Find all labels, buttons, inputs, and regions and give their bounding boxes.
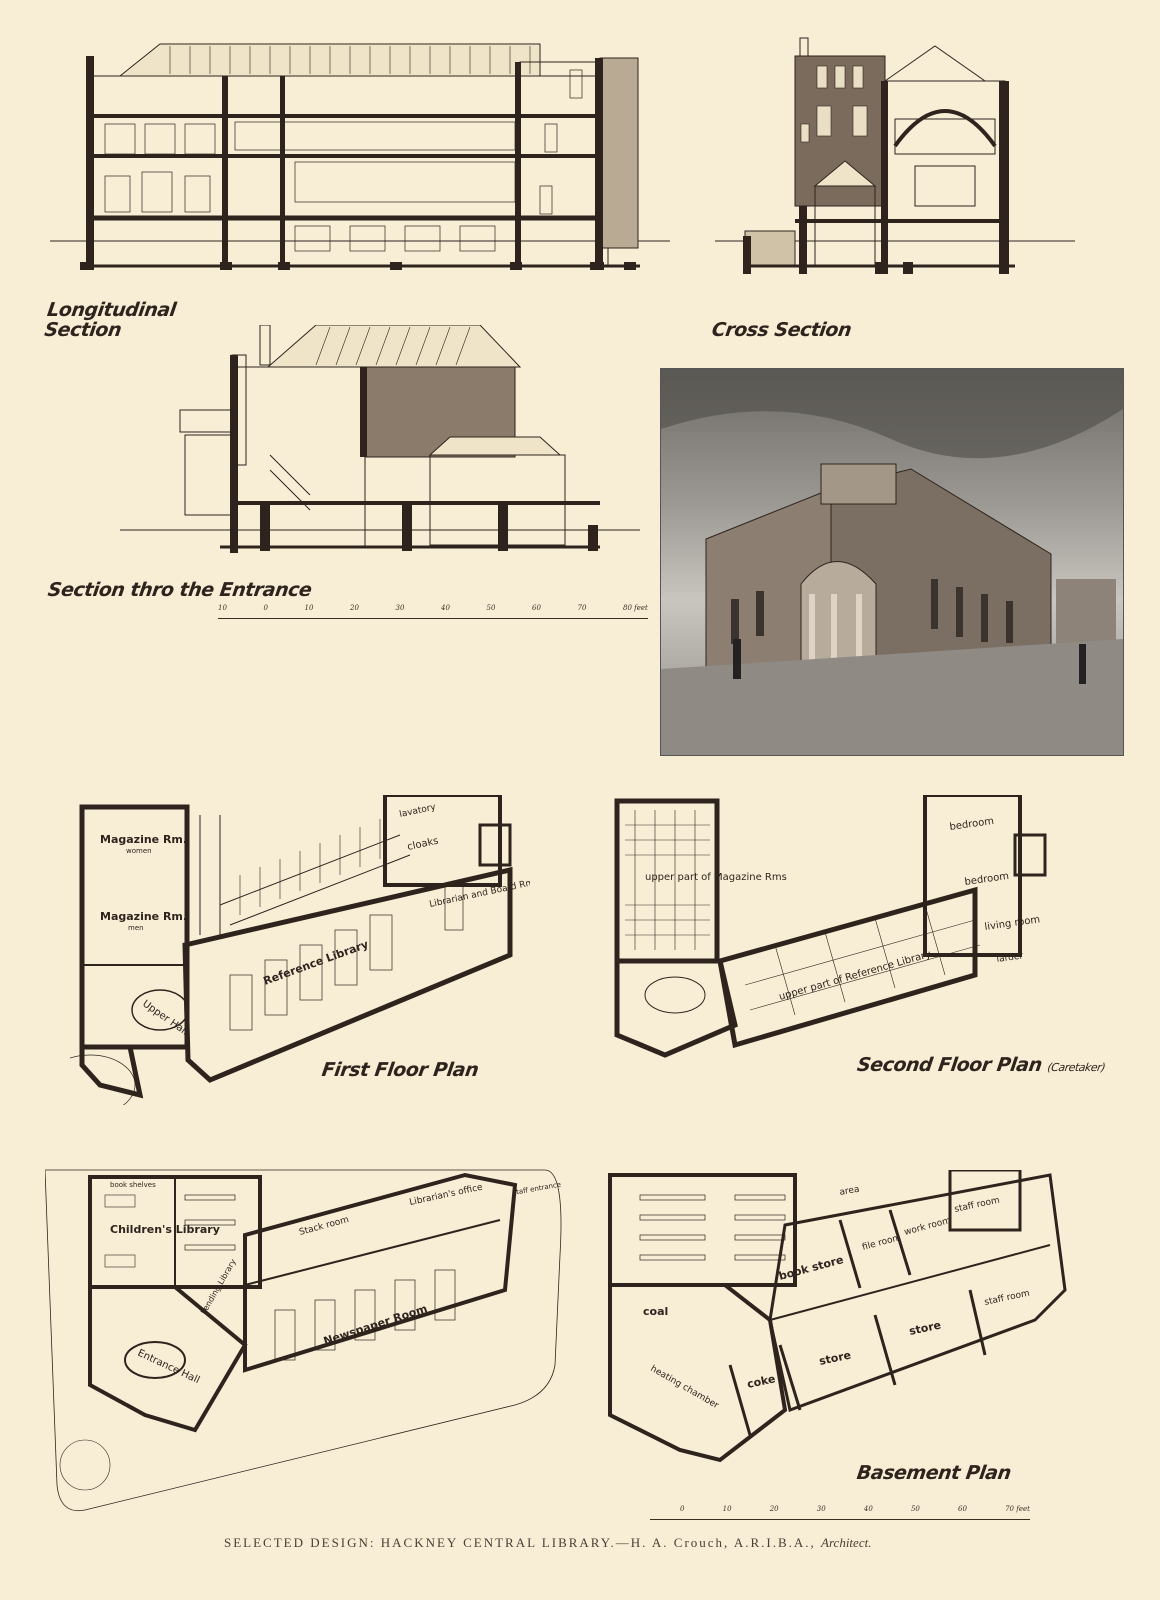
room-label: living room <box>984 914 1041 933</box>
room-label: store <box>818 1349 852 1368</box>
room-label: Magazine Rm. <box>100 833 187 846</box>
sheet-caption: SELECTED DESIGN: HACKNEY CENTRAL LIBRARY… <box>224 1535 871 1551</box>
room-label: upper part of Magazine Rms <box>645 872 787 883</box>
scale-label: 30 <box>816 1505 826 1513</box>
room-label: women <box>126 847 152 855</box>
first-floor-plan-drawing: Magazine Rm. women Magazine Rm. men lava… <box>70 795 530 1105</box>
title-line: Longitudinal <box>45 299 178 321</box>
room-label: bedroom <box>964 871 1010 888</box>
second-floor-plan-drawing: upper part of Magazine Rms upper part of… <box>614 795 1047 1058</box>
entrance-section-title: Section thro the Entrance <box>46 579 313 601</box>
room-label: book store <box>777 1253 844 1283</box>
entrance-section-drawing <box>120 325 640 553</box>
scale-label: 10 <box>304 604 314 612</box>
room-label: lavatory <box>399 802 438 820</box>
perspective-illustration <box>660 368 1124 756</box>
room-label: men <box>128 924 144 932</box>
room-label: work room <box>903 1216 952 1238</box>
caption-text: SELECTED DESIGN: HACKNEY CENTRAL LIBRARY… <box>224 1535 816 1550</box>
scale-label: 70 <box>577 604 587 612</box>
scale-label: 10 <box>722 1505 732 1513</box>
scale-label: 10 <box>218 604 227 612</box>
first-floor-plan-title: First Floor Plan <box>320 1059 480 1081</box>
scale-label: 20 <box>769 1505 779 1513</box>
basement-plan-title: Basement Plan <box>855 1462 1013 1484</box>
scale-label: 50 <box>486 604 496 612</box>
longitudinal-section-drawing <box>50 43 670 270</box>
scale-bar-upper: 10 0 10 20 30 40 50 60 70 80 feet <box>218 604 648 624</box>
scale-label: 60 <box>532 604 541 612</box>
room-label: file room <box>861 1233 902 1253</box>
basement-plan-drawing: area coal book store file room work room… <box>608 1170 1067 1463</box>
room-label: Entrance Hall <box>136 1348 202 1386</box>
room-label: area <box>839 1185 861 1198</box>
room-label: store <box>908 1319 942 1338</box>
scale-label: 0 <box>680 1505 685 1513</box>
room-label: Upper Hall <box>140 998 189 1037</box>
scale-bar-lower: 0 10 20 30 40 50 60 70 feet <box>650 1505 1030 1525</box>
room-label: bedroom <box>949 816 995 833</box>
scale-label: 20 <box>350 604 359 612</box>
room-label: cloaks <box>406 836 439 853</box>
room-label: Magazine Rm. <box>100 910 187 923</box>
room-label: Newspaper Room <box>322 1302 429 1348</box>
scale-label: 40 <box>863 1505 873 1513</box>
ground-floor-plan-drawing: book shelves Children's Library Stack ro… <box>45 1169 562 1512</box>
scale-label: 50 <box>910 1505 920 1513</box>
scale-label: 40 <box>441 604 450 612</box>
caption-role: Architect. <box>821 1535 872 1550</box>
building-perspective-image <box>661 369 1123 755</box>
room-label: larder <box>996 951 1024 965</box>
title-text: Second Floor Plan <box>855 1054 1044 1076</box>
title-note: (Caretaker) <box>1046 1061 1106 1074</box>
room-label: heating chamber <box>649 1364 721 1411</box>
room-label: coal <box>643 1305 668 1318</box>
room-label: book shelves <box>110 1181 156 1189</box>
scale-label: 30 <box>395 604 405 612</box>
room-label: staff room <box>954 1196 1001 1215</box>
cross-section-drawing <box>715 37 1075 274</box>
cross-section-title: Cross Section <box>710 319 853 341</box>
room-label: staff room <box>984 1289 1031 1308</box>
scale-label: 80 feet <box>623 604 648 612</box>
second-floor-plan-title: Second Floor Plan (Caretaker) <box>855 1054 1106 1078</box>
scale-label: 0 <box>263 604 268 612</box>
room-label: staff entrance <box>512 1181 562 1197</box>
room-label: Children's Library <box>110 1223 220 1236</box>
scale-label: 70 feet <box>1005 1505 1030 1513</box>
room-label: coke <box>746 1372 777 1391</box>
scale-label: 60 <box>958 1505 967 1513</box>
